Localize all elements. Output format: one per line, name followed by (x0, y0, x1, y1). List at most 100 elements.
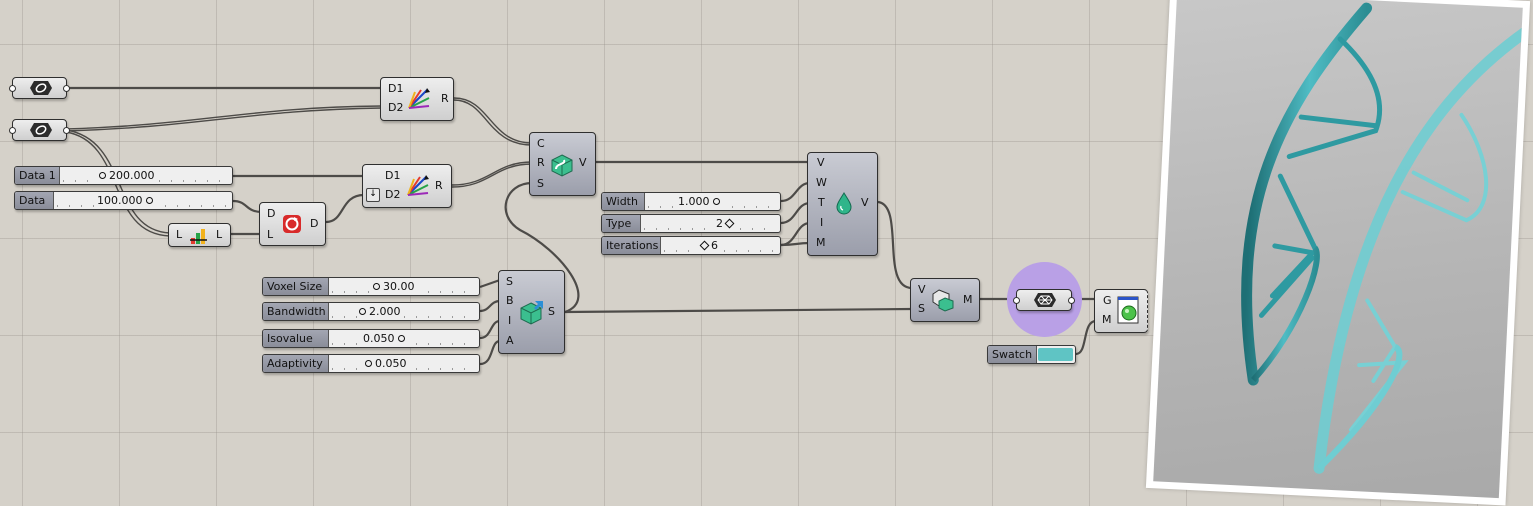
slider-bandwidth[interactable]: Bandwidth 2.000 (262, 302, 480, 321)
input-grip[interactable] (9, 127, 16, 134)
mesh-param-icon (1034, 293, 1056, 307)
slider-track[interactable] (664, 239, 776, 252)
output-grip[interactable] (63, 127, 70, 134)
curve-param-2[interactable] (9, 119, 70, 141)
list-length[interactable]: L L (168, 223, 231, 247)
slider-value[interactable]: 0.050 (361, 330, 410, 347)
droplet-icon (836, 192, 852, 215)
slider-iterations[interactable]: Iterations 6 (601, 236, 781, 255)
slider-value[interactable]: 0.050 (363, 355, 409, 372)
swatch-label: Swatch (988, 346, 1037, 363)
slider-label: Voxel Size (263, 278, 329, 295)
slider-label: Adaptivity (263, 355, 329, 372)
arrow-down-icon[interactable]: ↓ (366, 188, 380, 202)
input-i[interactable]: I (820, 216, 824, 229)
custom-preview[interactable]: G M (1094, 289, 1148, 333)
slider-width[interactable]: Width 1.000 (601, 192, 781, 211)
slider-knob-icon[interactable] (359, 308, 366, 315)
output-v[interactable]: V (861, 196, 869, 209)
graph-mapper-mid[interactable]: D1 ↓ D2 R (362, 164, 452, 208)
slider-value[interactable]: 30.00 (371, 278, 417, 295)
input-grip[interactable] (1013, 297, 1020, 304)
curve-param-1[interactable] (9, 77, 70, 99)
list-length-icon (190, 229, 207, 244)
slider-knob-icon[interactable] (145, 197, 153, 204)
input-grip[interactable] (9, 85, 16, 92)
slider-isovalue[interactable]: Isovalue 0.050 (262, 329, 480, 348)
smooth-volume[interactable]: V W T I M V (807, 152, 878, 256)
slider-value[interactable]: 2.000 (357, 303, 403, 320)
input-r[interactable]: R (537, 156, 545, 169)
input-d2[interactable]: D2 (388, 101, 404, 114)
slider-data[interactable]: Data 100.000 (14, 191, 233, 210)
output-r[interactable]: R (435, 179, 443, 192)
input-s[interactable]: S (537, 177, 544, 190)
input-i[interactable]: I (508, 314, 512, 327)
output-s[interactable]: S (548, 305, 555, 318)
input-d1[interactable]: D1 (385, 169, 401, 182)
wire-settings-to-vtm (564, 307, 913, 314)
curve-icon (30, 81, 52, 95)
slider-type[interactable]: Type 2 (601, 214, 781, 233)
input-d[interactable]: D (267, 207, 276, 220)
input-v[interactable]: V (817, 156, 825, 169)
input-w[interactable]: W (816, 176, 827, 189)
volume-settings[interactable]: S B I A S (498, 270, 565, 354)
slider-track[interactable] (332, 305, 475, 318)
slider-knob-icon[interactable] (99, 172, 106, 179)
output-m[interactable]: M (963, 293, 973, 306)
input-s[interactable]: S (506, 275, 513, 288)
voxel-curve-icon (551, 154, 573, 177)
input-l[interactable]: L (267, 228, 274, 241)
slider-track[interactable] (644, 217, 776, 230)
cycle-icon (283, 215, 301, 233)
output-v[interactable]: V (579, 156, 587, 169)
render-preview-photo (1145, 0, 1531, 506)
output-l[interactable]: L (216, 228, 223, 241)
input-d1[interactable]: D1 (388, 82, 404, 95)
mesh-param[interactable] (1013, 289, 1075, 311)
slider-label: Data 1 (15, 167, 60, 184)
curve-to-volume[interactable]: C R S V (529, 132, 596, 196)
slider-knob-icon[interactable] (712, 198, 720, 205)
input-s[interactable]: S (918, 302, 925, 315)
wire-rtop-to-c (453, 97, 533, 144)
slider-adaptivity[interactable]: Adaptivity 0.050 (262, 354, 480, 373)
slider-label: Iterations (602, 237, 661, 254)
slider-knob-icon[interactable] (373, 283, 380, 290)
input-d2[interactable]: D2 (385, 188, 401, 201)
slider-value[interactable]: 100.000 (95, 192, 158, 209)
input-m[interactable]: M (1102, 313, 1112, 326)
input-a[interactable]: A (506, 334, 514, 347)
deconstruct-component[interactable]: D L D (259, 202, 326, 246)
output-r[interactable]: R (441, 92, 449, 105)
input-c[interactable]: C (537, 137, 545, 150)
input-b[interactable]: B (506, 294, 514, 307)
slider-knob-icon[interactable] (724, 218, 735, 229)
slider-data-1[interactable]: Data 1 200.000 (14, 166, 233, 185)
slider-value[interactable]: 6 (696, 237, 720, 254)
input-t[interactable]: T (818, 196, 825, 209)
slider-knob-icon[interactable] (365, 360, 372, 367)
input-v[interactable]: V (918, 283, 926, 296)
grasshopper-canvas[interactable]: D1 D2 R D1 ↓ D2 R Data 1 200.000 (0, 0, 1533, 489)
slider-voxel-size[interactable]: Voxel Size 30.00 (262, 277, 480, 296)
input-m[interactable]: M (816, 236, 826, 249)
swatch-color[interactable] (1038, 348, 1073, 361)
graph-mapper-top[interactable]: D1 D2 R (380, 77, 454, 121)
swatch[interactable]: Swatch (987, 345, 1076, 364)
output-grip[interactable] (63, 85, 70, 92)
output-grip[interactable] (1068, 297, 1075, 304)
slider-value[interactable]: 1.000 (676, 193, 725, 210)
volume-to-mesh[interactable]: V S M (910, 278, 980, 322)
slider-value[interactable]: 200.000 (97, 167, 157, 184)
input-l[interactable]: L (176, 228, 183, 241)
slider-knob-icon[interactable] (397, 335, 405, 342)
slider-value[interactable]: 2 (714, 215, 738, 232)
slider-knob-icon[interactable] (699, 240, 710, 251)
input-g[interactable]: G (1103, 294, 1112, 307)
wire-rmid-to-r (451, 161, 533, 186)
output-d[interactable]: D (310, 217, 319, 230)
wire-curve2-to-d2 (65, 105, 383, 130)
slider-label: Data (15, 192, 54, 209)
